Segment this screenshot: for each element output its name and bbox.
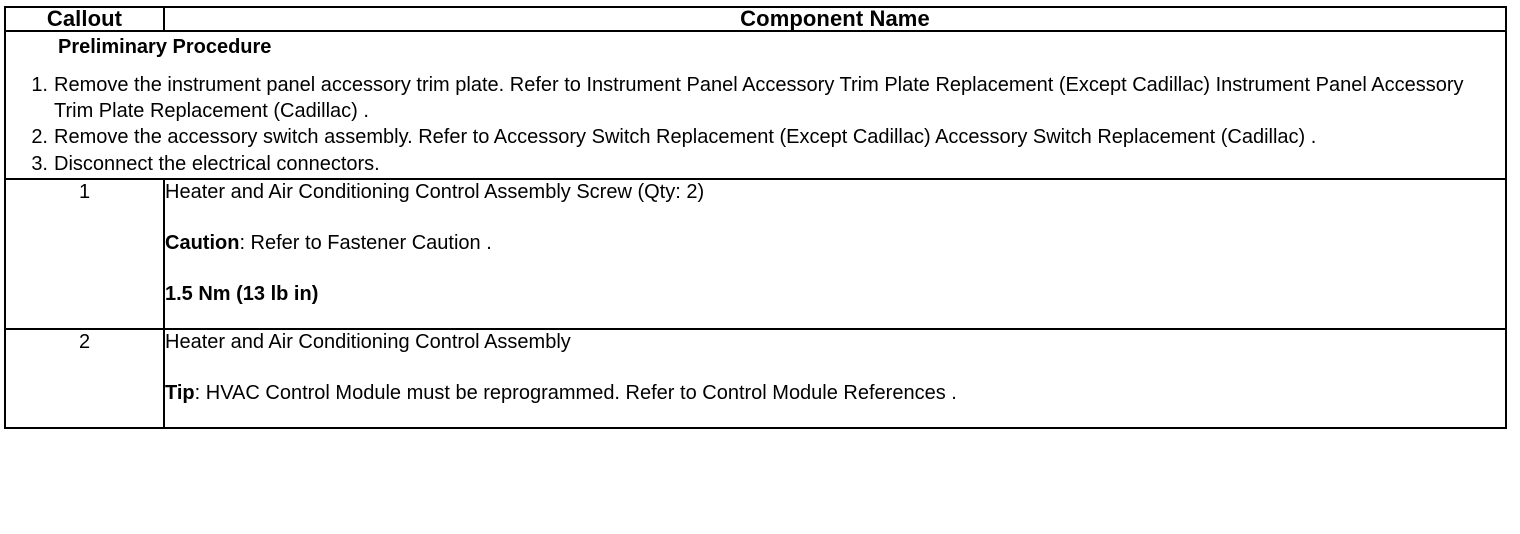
component-description-cell: Heater and Air Conditioning Control Asse… — [163, 178, 1507, 331]
caution-text: : Refer to Fastener Caution . — [239, 232, 492, 255]
table-header-row: Callout Component Name — [4, 6, 1507, 32]
tip-label: Tip — [165, 382, 195, 405]
step-number: 2. — [31, 126, 48, 149]
caution-label: Caution — [165, 232, 240, 255]
step-text: Disconnect the electrical connectors. — [54, 152, 380, 175]
component-name-text: Heater and Air Conditioning Control Asse… — [165, 331, 571, 354]
column-header-component-name: Component Name — [163, 6, 1507, 32]
column-header-callout: Callout — [4, 6, 165, 32]
table-row: 1 Heater and Air Conditioning Control As… — [4, 178, 1507, 331]
tip-note: Tip: HVAC Control Module must be reprogr… — [165, 381, 1505, 406]
step-text: Remove the accessory switch assembly. Re… — [54, 126, 1317, 149]
list-item: 3. Disconnect the electrical connectors. — [6, 152, 1505, 178]
preliminary-procedure-row: Preliminary Procedure 1. Remove the inst… — [4, 29, 1507, 181]
component-callout-table: Callout Component Name Preliminary Proce… — [4, 6, 1507, 430]
list-item: 1. Remove the instrument panel accessory… — [6, 73, 1505, 124]
preliminary-procedure-title: Preliminary Procedure — [58, 36, 272, 58]
document-page: Callout Component Name Preliminary Proce… — [0, 6, 1520, 534]
caution-note: Caution: Refer to Fastener Caution . — [165, 231, 1505, 256]
step-text: Remove the instrument panel accessory tr… — [54, 74, 1464, 122]
callout-number: 1 — [4, 178, 165, 331]
tip-text: : HVAC Control Module must be reprogramm… — [194, 382, 957, 405]
step-number: 3. — [31, 152, 48, 175]
step-number: 1. — [31, 74, 48, 96]
list-item: 2. Remove the accessory switch assembly.… — [6, 125, 1505, 151]
torque-spec: 1.5 Nm (13 lb in) — [165, 283, 319, 306]
component-name-text: Heater and Air Conditioning Control Asse… — [165, 181, 705, 204]
component-description-cell: Heater and Air Conditioning Control Asse… — [163, 328, 1507, 430]
preliminary-procedure-steps: 1. Remove the instrument panel accessory… — [6, 73, 1505, 177]
table-row: 2 Heater and Air Conditioning Control As… — [4, 328, 1507, 430]
preliminary-procedure-cell: Preliminary Procedure 1. Remove the inst… — [4, 29, 1507, 181]
callout-number: 2 — [4, 328, 165, 430]
